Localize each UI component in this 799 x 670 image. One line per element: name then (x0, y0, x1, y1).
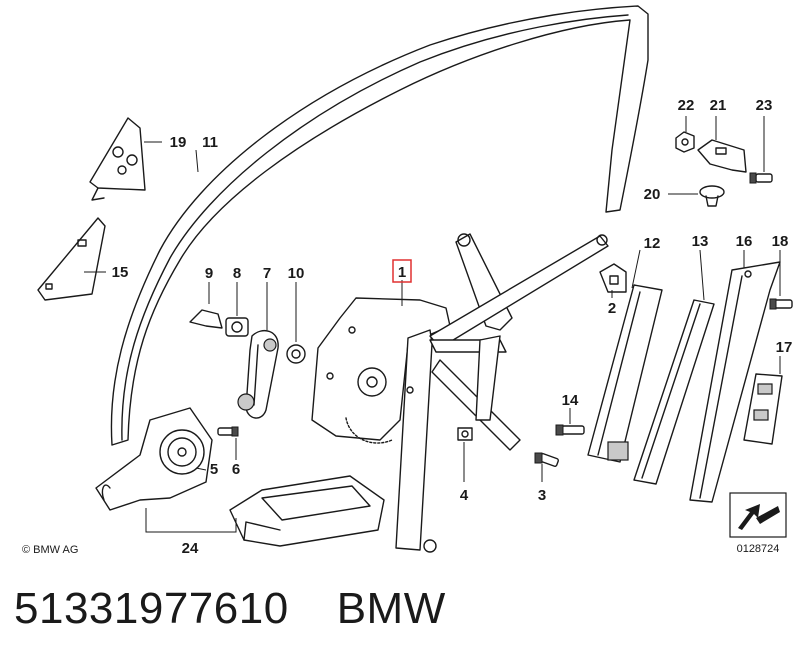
brand-name: BMW (336, 584, 446, 633)
callout-3: 3 (538, 487, 546, 504)
caption: 51331977610 BMW (14, 584, 446, 634)
direction-arrow-icon (738, 504, 780, 530)
regulator-arms (395, 233, 609, 553)
grommet-part-10 (286, 344, 306, 364)
lock-block-part-17 (743, 373, 783, 445)
callout-9: 9 (205, 265, 213, 282)
figure-reference: 0128724 (729, 492, 787, 555)
callout-5: 5 (210, 461, 218, 478)
guide-rail-part-13 (633, 299, 715, 485)
parts-diagram: 1 2 3 4 5 6 7 8 9 10 11 12 13 14 15 16 1… (22, 5, 793, 557)
window-regulator-bracket (311, 297, 451, 444)
highlight-box (392, 259, 412, 283)
part-number: 51331977610 (14, 584, 289, 633)
callout-24: 24 (182, 540, 199, 557)
bolt-part-14 (555, 424, 585, 436)
callout-12: 12 (644, 235, 661, 252)
gear-part-8 (225, 317, 249, 337)
window-motor-part-5 (95, 407, 213, 511)
window-frame-seal (110, 5, 649, 446)
callout-22: 22 (678, 97, 695, 114)
guide-clip-part-2 (599, 263, 627, 293)
callout-13: 13 (692, 233, 709, 250)
callout-16: 16 (736, 233, 753, 250)
callout-1: 1 (398, 264, 406, 281)
callout-19: 19 (170, 134, 187, 151)
callout-14: 14 (562, 392, 579, 409)
bracket-part-21 (697, 139, 747, 173)
callout-23: 23 (756, 97, 773, 114)
guide-rail-part-12 (587, 284, 663, 463)
callout-18: 18 (772, 233, 789, 250)
figure-number: 0128724 (737, 543, 780, 555)
bolt-part-3 (534, 452, 559, 467)
bolt-part-18 (769, 298, 793, 310)
callout-10: 10 (288, 265, 305, 282)
callout-2: 2 (608, 300, 616, 317)
callout-17: 17 (776, 339, 793, 356)
callout-20: 20 (644, 186, 661, 203)
guide-rail-part-16 (689, 261, 781, 503)
bolt-part-23 (749, 172, 773, 184)
nut-clip-part-4 (457, 427, 473, 441)
callout-6: 6 (232, 461, 240, 478)
bumper-part-20 (699, 185, 725, 207)
callout-labels: 1 2 3 4 5 6 7 8 9 10 11 12 13 14 15 16 1… (112, 97, 793, 557)
screw-part-6 (217, 426, 239, 437)
nut-part-22 (675, 131, 695, 153)
mirror-triangle-cover (89, 117, 146, 201)
drive-belt-part-7 (237, 329, 279, 419)
leader-lines (84, 116, 781, 533)
callout-21: 21 (710, 97, 727, 114)
callout-11: 11 (202, 134, 218, 151)
clip-part-9 (189, 309, 223, 329)
callout-15: 15 (112, 264, 129, 281)
control-module (229, 475, 385, 547)
copyright-text: © BMW AG (22, 544, 78, 556)
callout-7: 7 (263, 265, 271, 282)
small-triangle-trim (37, 217, 106, 301)
callout-8: 8 (233, 265, 241, 282)
callout-4: 4 (460, 487, 469, 504)
